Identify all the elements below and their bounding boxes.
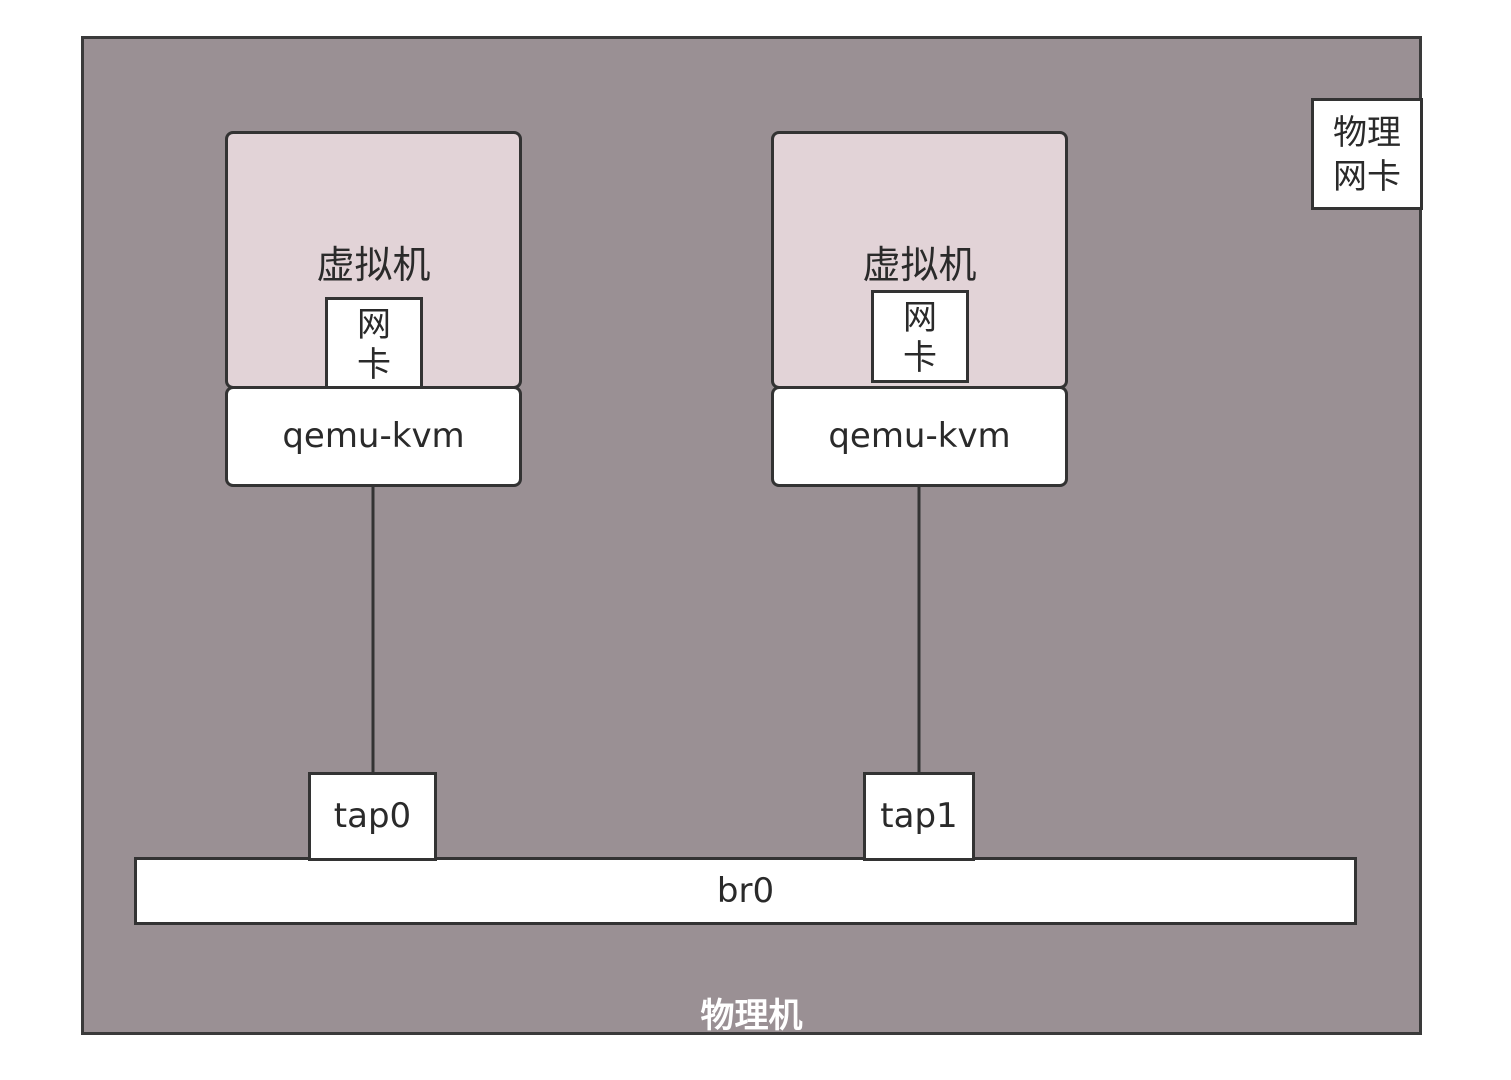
qemu-kvm-process-2: qemu-kvm xyxy=(771,386,1068,487)
physical-nic: 物理 网卡 xyxy=(1311,98,1423,210)
virtual-machine-1-label: 虚拟机 xyxy=(316,243,431,287)
virtual-nic-2-line1: 网 xyxy=(903,298,937,338)
physical-nic-line1: 物理 xyxy=(1333,113,1401,153)
virtual-nic-2: 网 卡 xyxy=(871,290,969,383)
tap1-device: tap1 xyxy=(863,772,975,861)
physical-machine-label: 物理机 xyxy=(700,996,803,1036)
tap0-device: tap0 xyxy=(308,772,437,861)
virtual-nic-1: 网 卡 xyxy=(325,297,423,390)
virtual-nic-1-line1: 网 xyxy=(357,305,391,345)
bridge-br0: br0 xyxy=(134,857,1357,925)
physical-nic-line2: 网卡 xyxy=(1333,157,1401,197)
qemu-kvm-process-1: qemu-kvm xyxy=(225,386,522,487)
virtual-nic-2-line2: 卡 xyxy=(903,338,937,378)
virtual-nic-1-line2: 卡 xyxy=(357,345,391,385)
virtual-machine-2-label: 虚拟机 xyxy=(862,243,977,287)
